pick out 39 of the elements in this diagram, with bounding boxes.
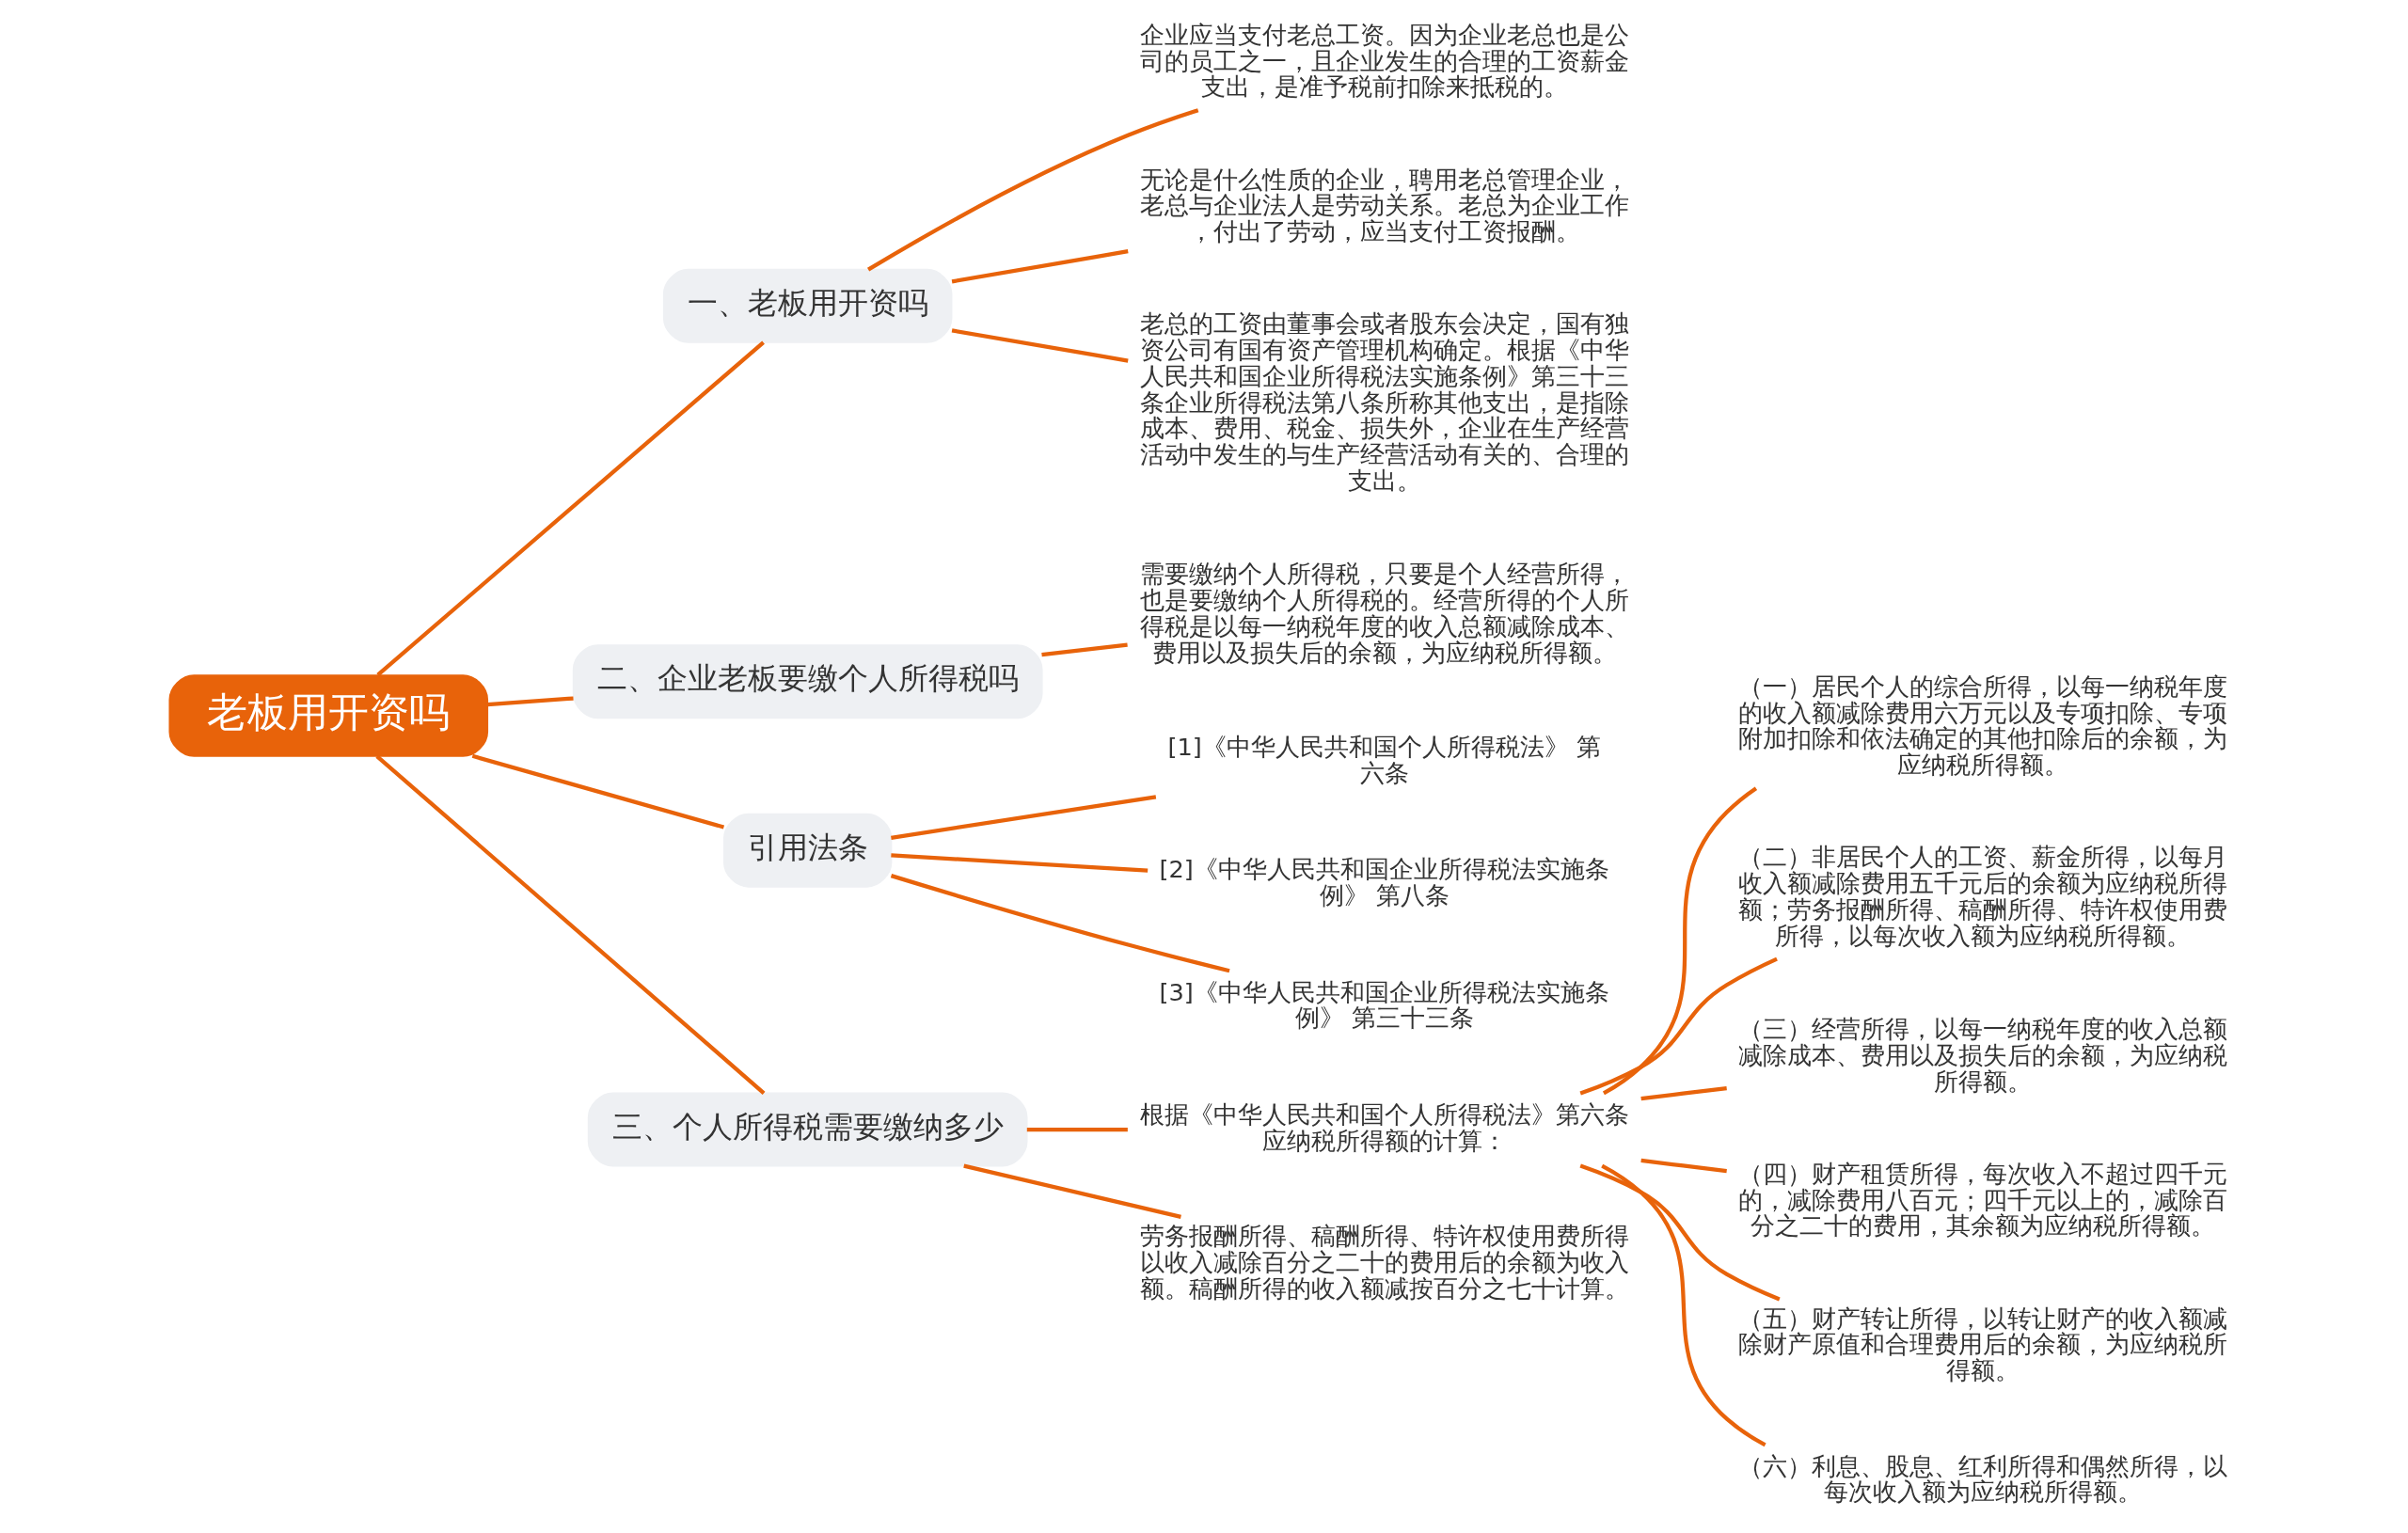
node-text: （二）非居民个人的工资、薪金所得，以每月收入额减除费用五千元后的余额为应纳税所得额；劳务报酬所得、稿酬所得、特许权使用费所得，以每次收入额为应纳税所得额。	[1737, 843, 2227, 950]
connector	[890, 853, 1148, 873]
connector	[486, 696, 574, 707]
node-text: [3]《中华人民共和国企业所得税法实施条例》 第三十三条	[1159, 977, 1609, 1033]
connector	[1578, 956, 1778, 1096]
node-text: （五）财产转让所得，以转让财产的收入额减除财产原值和合理费用后的余额，为应纳税所得额。	[1737, 1304, 2227, 1385]
node-text: [1]《中华人民共和国个人所得税法》 第六条	[1166, 732, 1601, 787]
node-text: 老总的工资由董事会或者股东会决定，国有独资公司有国有资产管理机构确定。根据《中华人民共和国企业所得税法实施条例》第三十三条企业所得税法第八条所称其他支出，是指除成本、费用、税金、损失外，企业在生产经营活动中发生的与生产经营活动有关的、合理的支出。	[1139, 309, 1629, 495]
node-text: （四）财产租赁所得，每次收入不超过四千元的，减除费用八百元；四千元以上的，减除百分之二十的费用，其余额为应纳税所得额。	[1737, 1159, 2227, 1241]
node-text: 根据《中华人民共和国个人所得税法》第六条应纳税所得额的计算：	[1139, 1099, 1629, 1155]
connector	[1602, 786, 1757, 1096]
connector	[962, 1163, 1181, 1219]
connector	[1640, 1158, 1727, 1174]
connector	[471, 753, 724, 830]
connector	[866, 108, 1198, 272]
node-box: 老板用开资吗	[167, 674, 488, 757]
connector	[890, 795, 1156, 840]
connector	[1040, 642, 1128, 657]
node-box: 引用法条	[722, 813, 892, 888]
connector	[1578, 1163, 1781, 1302]
connector	[1600, 1163, 1766, 1447]
node-text: 企业应当支付老总工资。因为企业老总也是公司的员工之一，且企业发生的合理的工资薪金支出，是准予税前扣除来抵税的。	[1139, 20, 1629, 102]
node-text: （三）经营所得，以每一纳税年度的收入总额减除成本、费用以及损失后的余额，为应纳税所得额。	[1737, 1015, 2227, 1096]
node-box: 三、个人所得税需要缴纳多少	[587, 1092, 1028, 1167]
connector	[1026, 1127, 1128, 1132]
connector	[951, 249, 1129, 284]
connector	[375, 340, 765, 677]
connector	[374, 754, 765, 1095]
connector	[890, 874, 1230, 973]
node-text: 需要缴纳个人所得税，只要是个人经营所得，也是要缴纳个人所得税的。经营所得的个人所得税是以每一纳税年度的收入总额减除成本、费用以及损失后的余额，为应纳税所得额。	[1139, 560, 1629, 667]
connector	[951, 328, 1129, 363]
node-text: （六）利息、股息、红利所得和偶然所得，以每次收入额为应纳税所得额。	[1737, 1451, 2227, 1507]
node-text: 无论是什么性质的企业，聘用老总管理企业，老总与企业法人是劳动关系。老总为企业工作，付出了劳动，应当支付工资报酬。	[1139, 165, 1629, 246]
node-box: 二、企业老板要缴个人所得税吗	[572, 644, 1043, 719]
node-text: 劳务报酬所得、稿酬所得、特许权使用费所得以收入减除百分之二十的费用后的余额为收入额。稿酬所得的收入额减按百分之七十计算。	[1139, 1222, 1629, 1303]
node-text: （一）居民个人的综合所得，以每一纳税年度的收入额减除费用六万元以及专项扣除、专项附加扣除和依法确定的其他扣除后的余额，为应纳税所得额。	[1737, 672, 2227, 780]
node-text: [2]《中华人民共和国企业所得税法实施条例》 第八条	[1159, 855, 1609, 909]
node-box: 一、老板用开资吗	[662, 268, 952, 343]
connector	[1640, 1085, 1727, 1101]
